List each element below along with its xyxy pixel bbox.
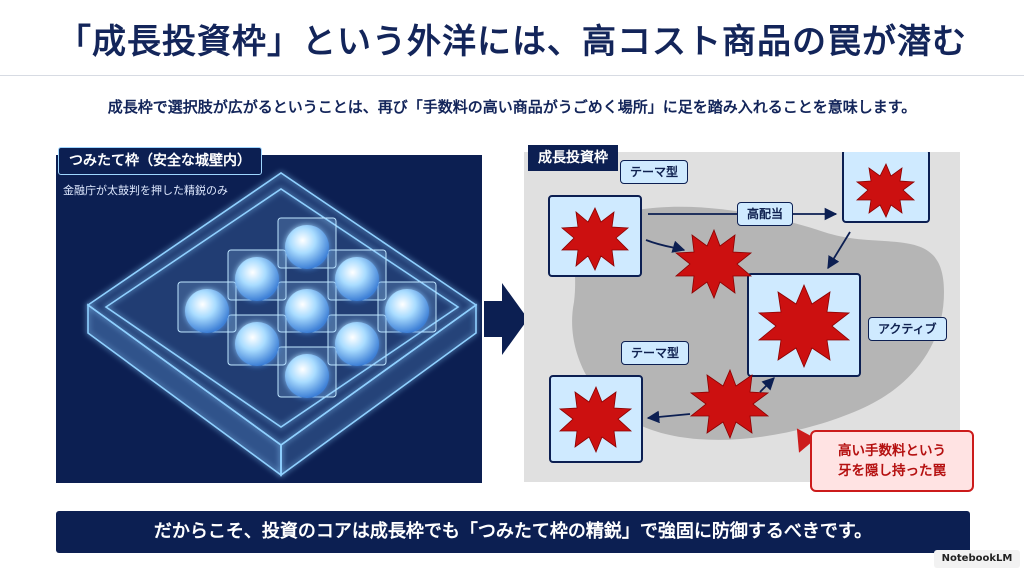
high-fee-traps <box>558 163 916 454</box>
transition-arrow-icon <box>484 283 528 355</box>
conclusion-banner: だからこそ、投資のコアは成長枠でも「つみたて枠の精鋭」で強固に防御するべきです。 <box>56 511 970 553</box>
title-divider <box>0 75 1024 76</box>
trap-map <box>548 152 944 463</box>
page-title: 「成長投資枠」という外洋には、高コスト商品の罠が潜む <box>57 22 967 62</box>
callout-theme-bottom: テーマ型 <box>621 341 690 365</box>
trap-warning: 高い手数料という 牙を隠し持った罠 <box>810 430 974 492</box>
trap-line-2: 牙を隠し持った罠 <box>838 463 946 479</box>
tsumitate-panel <box>56 155 482 483</box>
subtitle: 成長枠で選択肢が広がるということは、再び「手数料の高い商品がうごめく場所」に足を… <box>107 98 917 116</box>
callout-theme-top: テーマ型 <box>620 160 689 184</box>
elite-fund-spheres <box>177 217 437 398</box>
brand-badge: NotebookLM <box>934 550 1020 568</box>
callout-active: アクティブ <box>868 317 947 341</box>
growth-label: 成長投資枠 <box>528 145 618 171</box>
fortress-illustration <box>86 172 478 477</box>
tsumitate-label: つみたて枠（安全な城壁内） <box>58 147 262 175</box>
fortress-walls <box>86 172 478 477</box>
callout-high-dividend: 高配当 <box>737 202 794 226</box>
trap-line-1: 高い手数料という <box>838 443 946 459</box>
tsumitate-note: 金融庁が太鼓判を押した精鋭のみ <box>63 184 228 197</box>
